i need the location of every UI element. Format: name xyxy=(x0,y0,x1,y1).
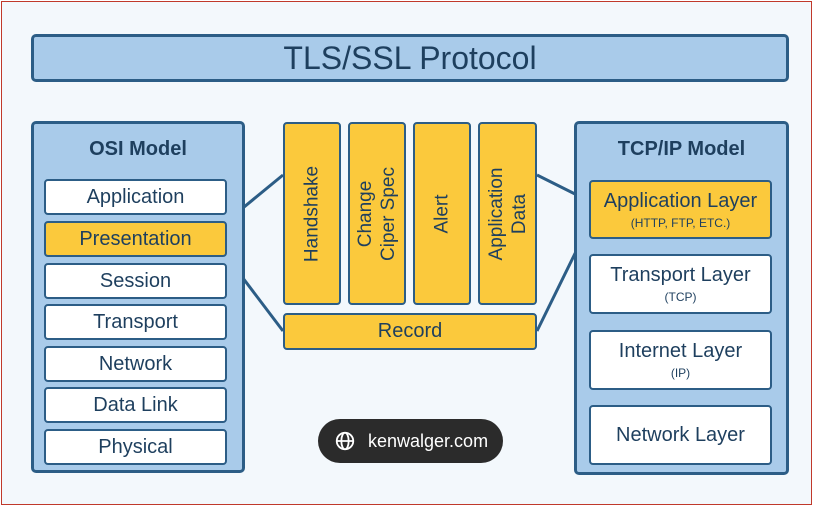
tcpip-layer-name: Application Layer xyxy=(603,189,758,212)
tls-column-label-line2: Ciper Spec xyxy=(378,166,399,261)
osi-layer-session: Session xyxy=(44,263,227,299)
tcpip-layer-transport: Transport Layer (TCP) xyxy=(589,254,772,314)
tcpip-layer-protocols: (HTTP, FTP, ETC.) xyxy=(630,215,731,230)
osi-layer-physical: Physical xyxy=(44,429,227,465)
tls-column-label: Application xyxy=(485,167,507,260)
tls-column-change-cipher-spec: Change Ciper Spec xyxy=(348,122,406,305)
tls-column-label: Alert xyxy=(431,193,453,234)
tcpip-layer-internet: Internet Layer (IP) xyxy=(589,330,772,390)
osi-layer-network: Network xyxy=(44,346,227,382)
tcpip-layer-application: Application Layer (HTTP, FTP, ETC.) xyxy=(589,180,772,239)
source-badge[interactable]: kenwalger.com xyxy=(318,419,503,463)
tcpip-layer-protocols: (TCP) xyxy=(664,290,697,304)
tcpip-layer-network: Network Layer xyxy=(589,405,772,465)
osi-layer-application: Application xyxy=(44,179,227,215)
tcpip-layer-name: Transport Layer xyxy=(610,264,751,286)
osi-layer-data-link: Data Link xyxy=(44,387,227,423)
diagram-title: TLS/SSL Protocol xyxy=(31,34,789,82)
tls-record-layer: Record xyxy=(283,313,537,350)
tls-column-label: Change xyxy=(355,180,376,247)
tls-column-alert: Alert xyxy=(413,122,471,305)
tls-column-handshake: Handshake xyxy=(283,122,341,305)
tcpip-layer-protocols: (IP) xyxy=(670,366,691,380)
tcpip-model-title: TCP/IP Model xyxy=(617,138,746,160)
osi-layer-presentation: Presentation xyxy=(44,221,227,257)
source-badge-text[interactable]: kenwalger.com xyxy=(368,430,489,451)
tcpip-layer-name: Network Layer xyxy=(616,423,745,446)
tls-column-label: Handshake xyxy=(301,165,323,262)
osi-model-title: OSI Model xyxy=(89,138,187,160)
tls-column-application-data: Application Data xyxy=(478,122,537,305)
osi-layer-transport: Transport xyxy=(44,304,227,340)
tls-column-label-line2: Data xyxy=(508,193,530,234)
tcpip-layer-name: Internet Layer xyxy=(618,340,743,362)
globe-icon xyxy=(335,431,355,451)
